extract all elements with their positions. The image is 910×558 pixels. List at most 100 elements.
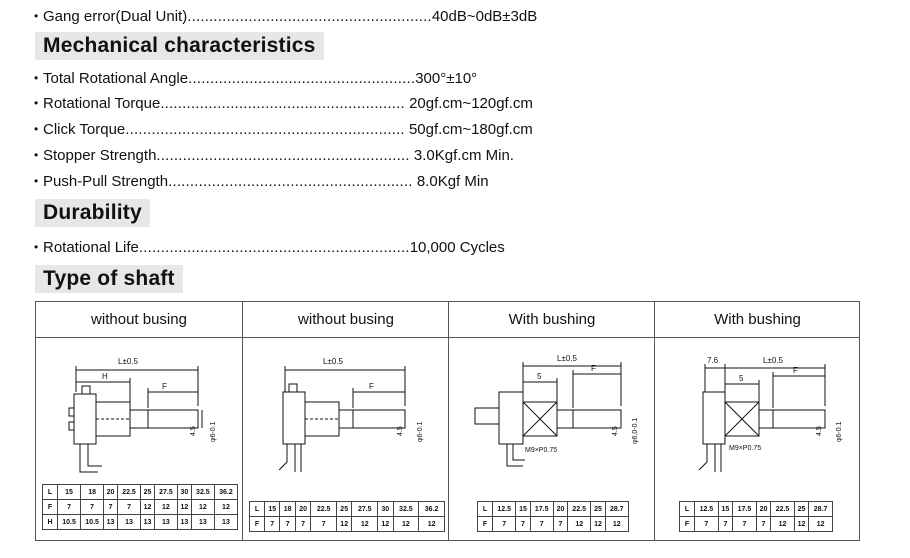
table-row-l: L 15 18 20 22.5 25 27.5 30 32.5 36.2: [249, 501, 445, 517]
table-cell: 12: [153, 499, 178, 515]
table-row-l: L 12.5 15 17.5 20 22.5 25 28.7: [477, 501, 629, 517]
table-cell: 12: [377, 516, 394, 532]
table-cell: 12: [418, 516, 445, 532]
dim-length-label: L±0.5: [557, 354, 578, 363]
spec-label: Click Torque: [43, 121, 126, 138]
dim-length-label: L±0.5: [763, 356, 784, 365]
bullet-icon: •: [34, 148, 39, 162]
table-cell: 7: [56, 499, 82, 515]
dim-5-label: 5: [739, 374, 744, 383]
spec-leader: ........................................…: [168, 173, 413, 190]
table-cell: 12: [770, 516, 795, 532]
spec-label: Total Rotational Angle: [43, 70, 189, 87]
shaft-column-title: without busing: [36, 302, 242, 338]
table-cell: 12: [604, 516, 629, 532]
spec-label: Rotational Life: [43, 239, 139, 256]
spec-leader: ........................................…: [138, 239, 410, 256]
table-cell: 17.5: [529, 501, 554, 517]
bullet-icon: •: [34, 71, 39, 85]
table-cell: 27.5: [351, 501, 379, 517]
table-cell: 12.5: [491, 501, 517, 517]
table-cell: 20: [552, 501, 569, 517]
table-cell: 7: [694, 516, 719, 532]
table-cell: 13: [213, 514, 239, 530]
bullet-icon: •: [34, 240, 39, 254]
row-head: F: [249, 516, 265, 532]
shaft-type-table: without busing L±0.5 H F 4.5 φ6-0.1: [35, 301, 860, 541]
shaft-column-4: With bushing 7.6 L±0.5 5 F M9×P0.75 4.5 …: [654, 302, 860, 540]
table-cell: 10.5: [80, 514, 105, 530]
dimension-table-1: L 15 18 20 22.5 25 27.5 30 32.5 36.2 F 7…: [42, 484, 239, 530]
table-cell: 25: [590, 501, 606, 517]
spec-rotational-life: • Rotational Life........................…: [34, 238, 505, 257]
table-cell: 12: [392, 516, 420, 532]
table-cell: 22.5: [566, 501, 592, 517]
table-cell: 13: [190, 514, 215, 530]
spec-stopper-strength: • Stopper Strength.......................…: [34, 146, 514, 165]
table-cell: 18: [279, 501, 296, 517]
table-cell: 7: [294, 516, 312, 532]
table-cell: 15: [56, 484, 82, 500]
table-cell: 22.5: [310, 501, 337, 517]
table-cell: 12: [590, 516, 606, 532]
table-cell: 12: [176, 499, 192, 515]
dim-diameter-label: φ6-0.1: [417, 421, 424, 442]
row-head: L: [477, 501, 493, 517]
row-head: L: [42, 484, 58, 500]
spec-label: Stopper Strength: [43, 147, 157, 164]
table-row-l: L 15 18 20 22.5 25 27.5 30 32.5 36.2: [42, 484, 239, 500]
spec-gang-error: •Gang error(Dual Unit)..................…: [34, 7, 537, 26]
spec-leader: ........................................…: [156, 147, 410, 164]
dimension-table-3: L 12.5 15 17.5 20 22.5 25 28.7 F 7 7 7 7…: [477, 501, 629, 532]
table-row-l: L 12.5 15 17.5 20 22.5 25 28.7: [679, 501, 833, 517]
table-cell: 7: [116, 499, 142, 515]
table-cell: 36.2: [418, 501, 445, 517]
shaft-column-2: without busing L±0.5 F 4.5 φ6-0.1 L 15 1…: [242, 302, 449, 540]
table-row-f: F 7 7 7 7 12 12 12 12 12: [42, 499, 239, 515]
table-cell: 15: [263, 501, 281, 517]
row-head: L: [249, 501, 265, 517]
spec-leader: ........................................…: [187, 8, 432, 25]
table-cell: 28.7: [604, 501, 629, 517]
shaft-column-title: With bushing: [655, 302, 860, 338]
shaft-drawing-3: L±0.5 5 F M9×P0.75 4.5 φ6.0-0.1: [453, 344, 653, 476]
table-cell: 13: [176, 514, 192, 530]
table-cell: 7: [552, 516, 569, 532]
table-cell: 25: [793, 501, 810, 517]
table-cell: 13: [116, 514, 142, 530]
table-row-f: F 7 7 7 7 12 12 12: [679, 516, 833, 532]
table-cell: 25: [335, 501, 353, 517]
row-head: F: [477, 516, 493, 532]
table-cell: 7: [103, 499, 118, 515]
row-head: H: [42, 514, 58, 530]
shaft-column-title: without busing: [243, 302, 449, 338]
shaft-column-1: without busing L±0.5 H F 4.5 φ6-0.1: [36, 302, 242, 540]
table-cell: 22.5: [770, 501, 795, 517]
bullet-icon: •: [34, 96, 39, 110]
dim-7-6-label: 7.6: [707, 356, 719, 365]
table-cell: 7: [515, 516, 531, 532]
shaft-column-title: With bushing: [449, 302, 655, 338]
table-cell: 12: [213, 499, 239, 515]
dim-f-label: F: [591, 364, 596, 373]
spec-label: Push-Pull Strength: [43, 173, 169, 190]
shaft-drawing-2: L±0.5 F 4.5 φ6-0.1: [247, 344, 447, 476]
spec-value: 300°±10°: [415, 70, 478, 87]
dim-length-label: L±0.5: [323, 357, 344, 366]
table-cell: 7: [310, 516, 337, 532]
dim-h-label: H: [102, 372, 108, 381]
table-cell: 7: [732, 516, 757, 532]
table-row-f: F 7 7 7 7 12 12 12 12 12: [249, 516, 445, 532]
table-cell: 7: [263, 516, 281, 532]
section-type-of-shaft: Type of shaft: [35, 265, 183, 293]
table-cell: 12: [335, 516, 353, 532]
spec-label: Gang error(Dual Unit): [43, 8, 188, 25]
row-head: F: [42, 499, 58, 515]
bullet-icon: •: [34, 174, 39, 188]
shaft-drawing-1: L±0.5 H F 4.5 φ6-0.1: [40, 344, 240, 476]
row-head: F: [679, 516, 695, 532]
dim-f-label: F: [793, 366, 798, 375]
spec-label: Rotational Torque: [43, 95, 161, 112]
table-row-h: H 10.5 10.5 13 13 13 13 13 13 13: [42, 514, 239, 530]
spec-value: 40dB~0dB±3dB: [431, 8, 538, 25]
